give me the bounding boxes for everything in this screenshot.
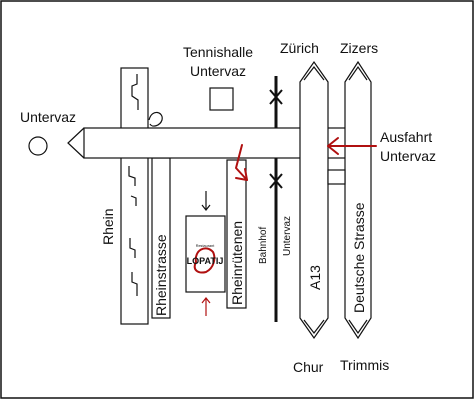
logo-text: LOPATIJ	[187, 256, 224, 266]
direction-arrow-small-down	[201, 191, 211, 211]
label-zurich: Zürich	[280, 40, 319, 56]
label-untervaz-west: Untervaz	[20, 109, 76, 125]
a13-motorway	[299, 60, 329, 340]
label-tennishalle: Tennishalle	[183, 44, 253, 60]
label-rheinruetenen: Rheinrütenen	[229, 221, 245, 305]
label-ausfahrt: Ausfahrt	[380, 129, 432, 145]
route-arrow-rheinruetenen	[235, 144, 248, 181]
label-rhein: Rhein	[100, 208, 116, 245]
label-ausfahrt-untervaz: Untervaz	[380, 148, 436, 164]
direction-arrow-small-up	[201, 297, 211, 316]
label-rheinstrasse: Rheinstrasse	[153, 234, 169, 316]
label-zizers: Zizers	[340, 40, 378, 56]
roundabout	[28, 136, 48, 156]
deutsche-strasse-road	[327, 60, 372, 340]
svg-text:Restaurant: Restaurant	[196, 244, 216, 248]
rhein-river	[120, 67, 163, 325]
label-tennishalle-untervaz: Untervaz	[190, 63, 246, 79]
label-deutsche-strasse: Deutsche Strasse	[351, 202, 367, 313]
label-trimmis: Trimmis	[340, 357, 389, 373]
label-bahnhof: Bahnhof	[258, 227, 269, 264]
tennis-hall-building	[209, 87, 234, 111]
restaurant-logo: Restaurant	[185, 215, 226, 293]
rheinruetenen-road	[226, 159, 247, 309]
route-arrow-ausfahrt	[327, 137, 377, 155]
railway-line	[269, 76, 283, 322]
label-a13: A13	[307, 265, 323, 290]
label-bahnhof-untervaz: Untervaz	[282, 216, 293, 256]
label-chur: Chur	[293, 359, 324, 375]
